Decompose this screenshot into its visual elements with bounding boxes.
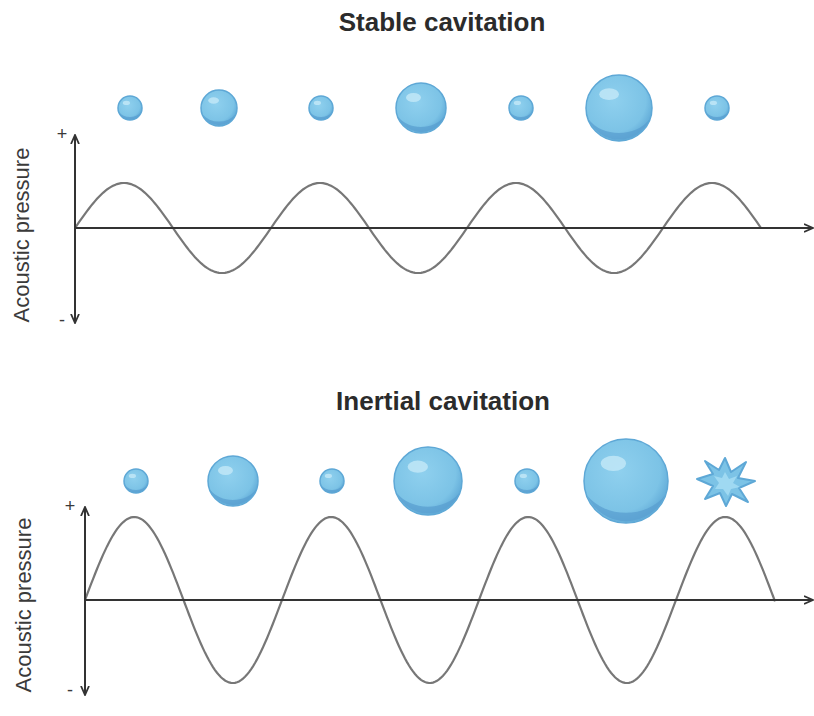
bubble xyxy=(515,469,539,493)
bubble xyxy=(201,90,237,126)
bubble xyxy=(394,447,462,515)
axis-sign: - xyxy=(59,310,65,331)
y-axis-arrow xyxy=(84,684,86,694)
bubble xyxy=(124,469,148,493)
axis-sign: + xyxy=(65,496,76,517)
bubble xyxy=(320,469,344,493)
section-title: Stable cavitation xyxy=(339,7,546,38)
bubble xyxy=(309,96,333,120)
bubble xyxy=(509,96,533,120)
bubble xyxy=(208,456,258,506)
bubble xyxy=(705,96,729,120)
x-axis xyxy=(85,599,812,601)
bubble-burst xyxy=(697,458,755,506)
axis-label: Acoustic pressure xyxy=(11,518,37,693)
bubble xyxy=(396,83,446,133)
bubble xyxy=(584,439,668,523)
bubble xyxy=(586,75,652,141)
axis-label: Acoustic pressure xyxy=(9,148,35,323)
section-title: Inertial cavitation xyxy=(336,386,550,417)
axis-sign: - xyxy=(67,680,73,701)
axis-sign: + xyxy=(57,124,68,145)
y-axis-arrow xyxy=(74,312,76,322)
bubble xyxy=(118,96,142,120)
x-axis xyxy=(75,227,812,229)
